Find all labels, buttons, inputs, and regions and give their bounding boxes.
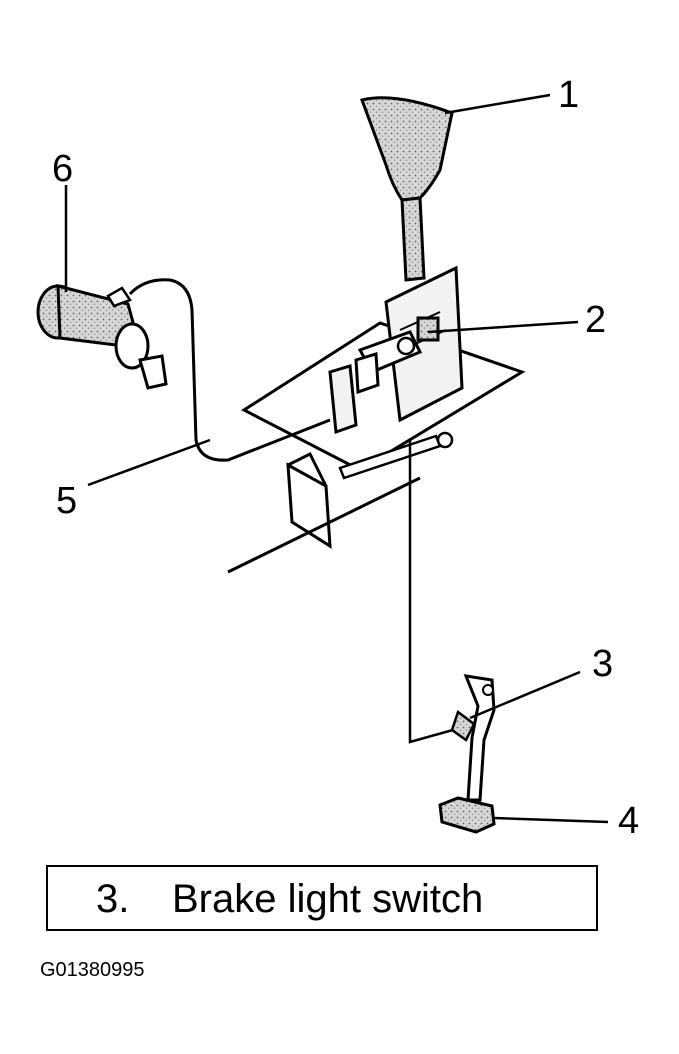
ignition-key-cylinder — [36, 284, 168, 390]
legend-text: Brake light switch — [172, 877, 484, 921]
shift-knob — [360, 96, 454, 202]
key-interlock-cable — [128, 278, 331, 462]
legend-box: 3. Brake light switch — [46, 865, 598, 931]
shift-cable-rod — [227, 431, 454, 574]
callout-5: 5 — [56, 480, 78, 522]
detent-bracket — [328, 352, 380, 435]
brake-pedal — [438, 674, 496, 834]
shift-lever-shaft — [400, 196, 426, 282]
brake-switch-wire — [408, 440, 461, 744]
callout-4: 4 — [618, 800, 640, 842]
callout-3: 3 — [592, 643, 614, 685]
figure-id: G01380995 — [40, 959, 145, 981]
legend-number: 3. — [96, 877, 130, 921]
callout-1: 1 — [558, 74, 580, 116]
callout-6: 6 — [52, 148, 74, 190]
callout-2: 2 — [585, 299, 607, 341]
leader-lines — [64, 93, 609, 824]
